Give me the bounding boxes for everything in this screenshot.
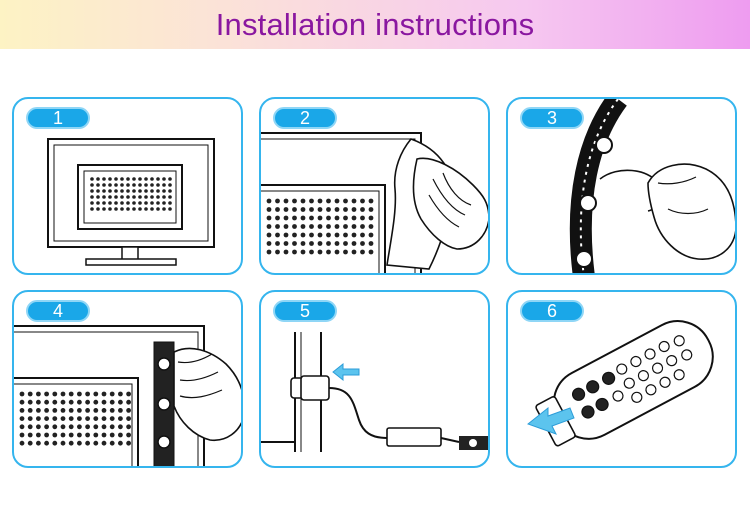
- step-2-badge: 2: [273, 107, 337, 129]
- peel-backing-illustration: [569, 99, 735, 273]
- page-title: Installation instructions: [215, 7, 535, 42]
- connect-usb-illustration: [261, 332, 488, 452]
- step-4-badge: 4: [26, 300, 90, 322]
- remote-control-illustration: [526, 320, 714, 447]
- step-4-panel: 4: [12, 290, 243, 468]
- step-5-badge: 5: [273, 300, 337, 322]
- step-6-panel: 6: [506, 290, 737, 468]
- tv-illustration: [47, 138, 215, 266]
- step-1-panel: 1: [12, 97, 243, 275]
- step-1-badge: 1: [26, 107, 90, 129]
- step-6-badge: 6: [520, 300, 584, 322]
- step-2-panel: 2: [259, 97, 490, 275]
- header-banner: Installation instructions: [0, 0, 750, 49]
- step-3-badge: 3: [520, 107, 584, 129]
- step-5-panel: 5: [259, 290, 490, 468]
- step-3-panel: 3: [506, 97, 737, 275]
- wipe-surface-illustration: [261, 132, 488, 273]
- attach-strip-illustration: [14, 325, 241, 466]
